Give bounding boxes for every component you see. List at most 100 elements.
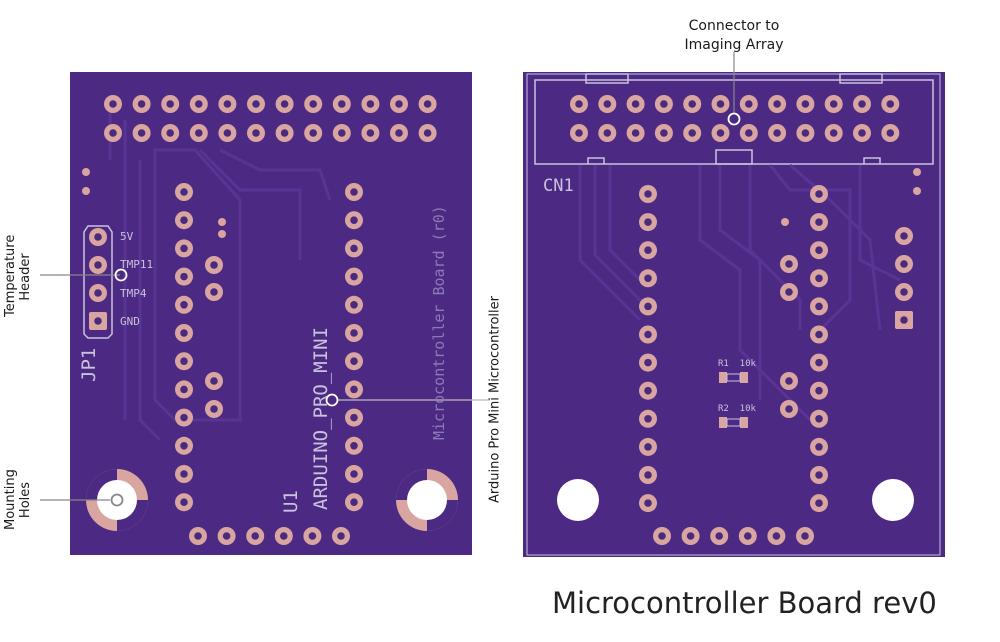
right-misc-pads — [780, 168, 921, 418]
header-pad — [361, 124, 380, 142]
header-pad — [218, 95, 237, 113]
left-board — [70, 72, 472, 555]
u1-pad-right — [345, 239, 363, 258]
u1-pad-right — [345, 211, 363, 230]
misc-pad — [780, 283, 798, 301]
cn1-pad — [626, 95, 645, 113]
header-pad — [332, 95, 351, 113]
header-pad — [132, 95, 151, 113]
cn1-pad — [853, 95, 871, 113]
u1-pad-bottom — [217, 527, 236, 545]
mcu-pad-left — [639, 353, 657, 372]
cn1-label: CN1 — [543, 176, 574, 196]
u1-pad-left — [175, 352, 193, 371]
header-pad — [418, 124, 437, 142]
u1-pad-right — [345, 493, 363, 512]
header-pad — [161, 95, 180, 113]
cn1-pad — [824, 124, 843, 142]
jp1-label: JP1 — [78, 347, 100, 382]
side-header-pad — [895, 255, 913, 273]
header-pad — [189, 95, 208, 113]
board-name-label: Microcontroller Board (r0) — [430, 205, 448, 440]
mcu-pad-left — [639, 437, 657, 456]
left-misc-pads — [82, 168, 226, 418]
cn1-pad — [711, 95, 730, 113]
header-pad — [390, 124, 408, 142]
cn1-pad — [598, 95, 617, 113]
cn1-pad — [683, 124, 702, 142]
u1-pad-left — [175, 211, 193, 230]
temperature-header-callout: Temperature Header — [3, 234, 33, 317]
mcu-pad-left — [639, 185, 657, 203]
mcu-pad-bottom — [681, 527, 700, 545]
right-mcu-footprint — [639, 185, 828, 545]
side-header-pad — [895, 283, 913, 301]
header-pad — [161, 124, 180, 142]
u1-label: U1 — [280, 490, 302, 513]
arduino-pro-mini-callout: Arduino Pro Mini Microcontroller — [487, 296, 503, 504]
pin-5v-label: 5V — [120, 230, 134, 243]
mcu-pad-right — [810, 353, 828, 372]
u1-pad-bottom — [189, 527, 207, 545]
header-pad — [275, 95, 294, 113]
cn1-pad — [739, 124, 758, 142]
header-pad — [304, 95, 323, 113]
mcu-pad-right — [810, 241, 828, 260]
u1-pad-left — [175, 493, 193, 512]
misc-pad — [205, 256, 223, 274]
connector-line-2: Imaging Array — [684, 37, 784, 53]
u1-pad-right — [345, 465, 363, 483]
u1-pad-bottom — [274, 527, 293, 545]
header-pad — [361, 95, 380, 113]
side-header-pad-square — [895, 311, 913, 329]
cn1-pad — [570, 95, 588, 113]
arduino-part-label: ARDUINO_PRO_MINI — [310, 326, 332, 510]
header-pad — [332, 124, 351, 142]
right-board-traces — [578, 163, 901, 422]
mcu-pad-right — [810, 494, 828, 513]
r2-label: R2 10k — [718, 404, 756, 414]
u1-pad-left — [175, 380, 193, 399]
mcu-pad-left — [639, 241, 657, 260]
header-pad — [104, 124, 122, 142]
jp1-pad-tmp11 — [89, 256, 107, 274]
u1-pad-left — [175, 239, 193, 258]
diagram-title: Microcontroller Board rev0 — [552, 586, 937, 620]
u1-pad-right — [345, 352, 363, 371]
u1-pad-left — [175, 183, 193, 201]
cn1-pad — [881, 124, 900, 142]
header-pad — [390, 95, 408, 113]
jp1-pad-gnd — [89, 312, 107, 330]
mcu-pad-right — [810, 437, 828, 456]
temperature-header-line-1: Temperature — [3, 234, 18, 317]
u1-pad-left — [175, 465, 193, 483]
header-pad — [104, 95, 122, 113]
mcu-pad-left — [639, 494, 657, 513]
mcu-pad-bottom — [767, 527, 786, 545]
cn1-pad — [598, 124, 617, 142]
u1-pad-bottom — [246, 527, 265, 545]
misc-pad — [780, 372, 798, 390]
connector-callout: Connector to Imaging Array — [664, 17, 804, 55]
mounting-holes-line-2: Holes — [18, 481, 33, 519]
via — [218, 218, 226, 226]
via — [218, 230, 226, 238]
r1-label: R1 10k — [718, 359, 756, 369]
cn1-pad — [824, 95, 843, 113]
u1-pad-bottom — [303, 527, 322, 545]
pin-gnd-label: GND — [120, 315, 140, 328]
mcu-pad-bottom — [738, 527, 757, 545]
left-board-substrate — [70, 72, 472, 555]
u1-pad-right — [345, 408, 363, 427]
mcu-pad-right — [810, 409, 828, 428]
u1-pad-right — [345, 436, 363, 455]
temperature-header-line-2: Header — [18, 253, 33, 301]
right-mounting-hole-1 — [557, 479, 599, 521]
pin-tmp4-label: TMP4 — [120, 287, 147, 300]
mcu-pad-right — [810, 213, 828, 232]
jp1-pads — [89, 228, 107, 330]
jp1-header — [83, 225, 113, 339]
arduino-pro-mini-footprint — [175, 183, 363, 545]
u1-pad-left — [175, 408, 193, 427]
